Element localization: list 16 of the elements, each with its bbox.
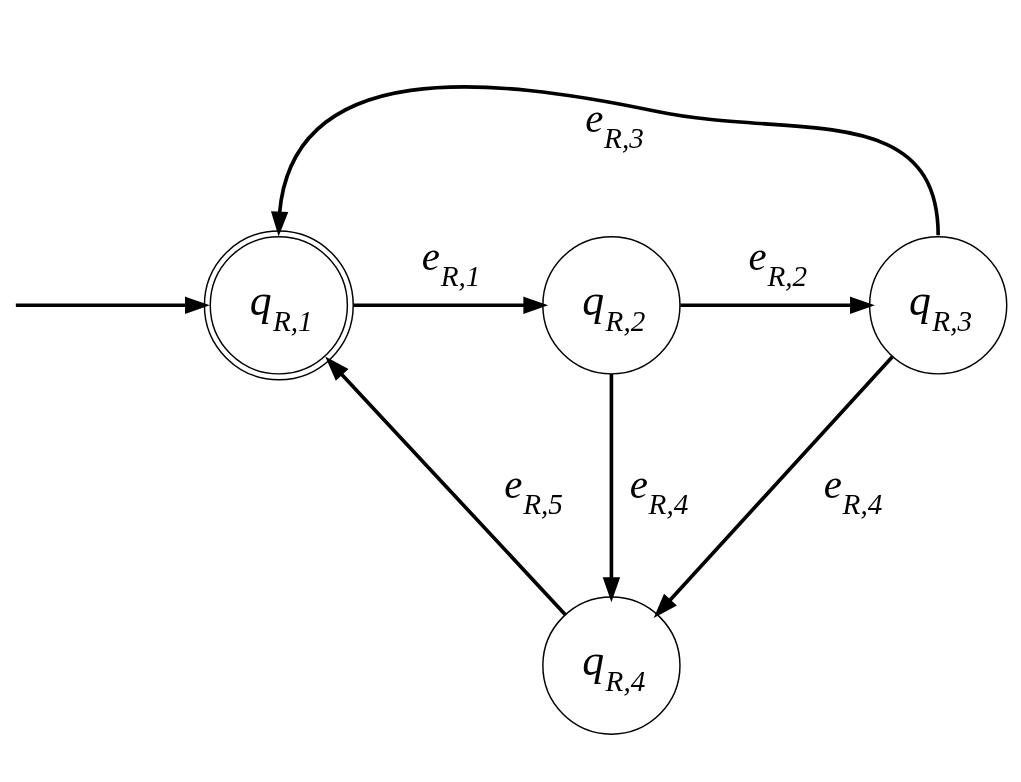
edge-label: e$_{R,3}$: [585, 95, 644, 154]
edge-label: e$_{R,1}$: [421, 234, 481, 293]
edge-label: e$_{R,5}$: [504, 461, 563, 520]
node-circle: q$_{R,2}$: [542, 236, 681, 375]
arrow: [602, 374, 621, 603]
arrow: [270, 85, 940, 237]
node-circle: q$_{R,4}$: [542, 596, 681, 735]
node-circle: q$_{R,3}$: [868, 236, 1008, 375]
arrow: [653, 355, 894, 618]
arrow: [15, 296, 210, 314]
arrow: [353, 296, 549, 314]
arrow: [680, 296, 875, 314]
edge-label: e$_{R,4}$: [629, 461, 689, 520]
edge-label: e$_{R,4}$: [823, 461, 883, 520]
arrow: [325, 356, 567, 616]
edge-label: e$_{R,2}$: [748, 234, 808, 293]
